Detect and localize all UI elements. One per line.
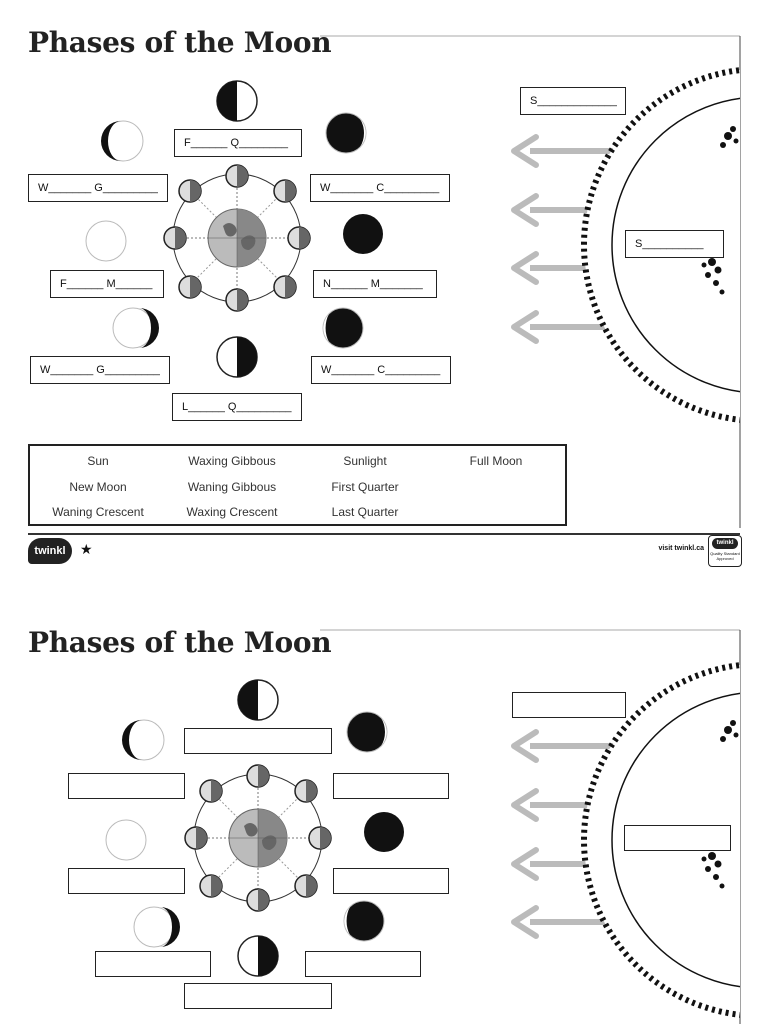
label-full-moon[interactable]: F______ M______: [50, 270, 164, 298]
page-title: Phases of the Moon: [28, 26, 332, 59]
label-first-quarter[interactable]: F______ Q________: [174, 129, 302, 157]
earth-icon: [207, 208, 267, 268]
star-icon: ★: [80, 542, 93, 558]
phase-moon-full: [85, 220, 127, 262]
label-waning-crescent-lower[interactable]: W_______ C_________: [311, 356, 451, 384]
label-sun[interactable]: S_____________: [520, 87, 626, 115]
word-bank-item: Sunlight: [343, 454, 387, 468]
phase-moon-new: [343, 214, 383, 254]
phase-moon-first-quarter: [216, 80, 258, 122]
quality-badge: twinkl Quality Standard Approved: [708, 535, 742, 567]
blank-label-waxing-gibbous-lower[interactable]: [95, 951, 211, 977]
worksheet-page-2: Phases of the Moon: [0, 600, 768, 1024]
phase-moon-waxing-gibbous: [112, 307, 159, 349]
earth-icon: [228, 808, 288, 868]
word-bank-item: Full Moon: [469, 454, 523, 468]
badge-text: Quality Standard Approved: [710, 551, 740, 561]
phase-moon-last-quarter: [237, 935, 279, 977]
badge-logo: twinkl: [712, 538, 738, 549]
blank-label-new-moon[interactable]: [333, 868, 449, 894]
phase-moon-waning-crescent-top: [346, 711, 388, 753]
word-bank-item: Waning Crescent: [52, 505, 144, 519]
blank-label-waxing-gibbous-upper[interactable]: [68, 773, 185, 799]
blank-label-first-quarter[interactable]: [184, 728, 332, 754]
twinkl-logo: twinkl: [28, 538, 72, 564]
phase-moon-waxing-crescent-top: [122, 719, 165, 761]
word-bank-item: Last Quarter: [331, 505, 399, 519]
label-new-moon[interactable]: N______ M_______: [313, 270, 437, 298]
word-bank-item: New Moon: [69, 480, 127, 494]
word-bank-item: Waxing Gibbous: [188, 454, 276, 468]
blank-label-sunlight[interactable]: [624, 825, 731, 851]
label-last-quarter[interactable]: L______ Q_________: [172, 393, 302, 421]
phase-moon-waning-crescent-top: [325, 112, 367, 154]
label-waxing-gibbous-upper[interactable]: W_______ G_________: [28, 174, 168, 202]
blank-label-waning-crescent-lower[interactable]: [305, 951, 421, 977]
orbit-moons: [163, 164, 311, 312]
word-bank: Sun Waxing Gibbous Sunlight Full Moon Ne…: [28, 444, 567, 526]
label-waning-crescent-upper[interactable]: W_______ C_________: [310, 174, 450, 202]
blank-label-last-quarter[interactable]: [184, 983, 332, 1009]
word-bank-item: Waning Gibbous: [187, 480, 277, 494]
footer-rule: [28, 533, 740, 535]
phase-moon-new: [364, 812, 404, 852]
phase-moon-full: [105, 819, 147, 861]
phase-moon-waning-gibbous: [322, 307, 364, 349]
orbit-moons: [184, 764, 332, 912]
blank-label-sun[interactable]: [512, 692, 626, 718]
worksheet-page-1: Phases of the Moon F______ Q________ W__…: [28, 26, 742, 567]
blank-label-full-moon[interactable]: [68, 868, 185, 894]
phase-moon-waning-gibbous: [343, 900, 385, 942]
word-bank-item: First Quarter: [331, 480, 399, 494]
phase-moon-first-quarter: [237, 679, 279, 721]
phase-moon-last-quarter: [216, 336, 258, 378]
word-bank-item: Waxing Crescent: [186, 505, 278, 519]
label-sunlight[interactable]: S__________: [625, 230, 724, 258]
phase-moon-waxing-gibbous: [133, 906, 180, 948]
website-link[interactable]: visit twinkl.ca: [658, 545, 704, 552]
word-bank-item: Sun: [87, 454, 109, 468]
page-title: Phases of the Moon: [28, 626, 332, 659]
blank-label-waning-crescent-upper[interactable]: [333, 773, 449, 799]
label-waxing-gibbous-lower[interactable]: W_______ G_________: [30, 356, 170, 384]
phase-moon-waxing-crescent-top: [101, 120, 144, 162]
